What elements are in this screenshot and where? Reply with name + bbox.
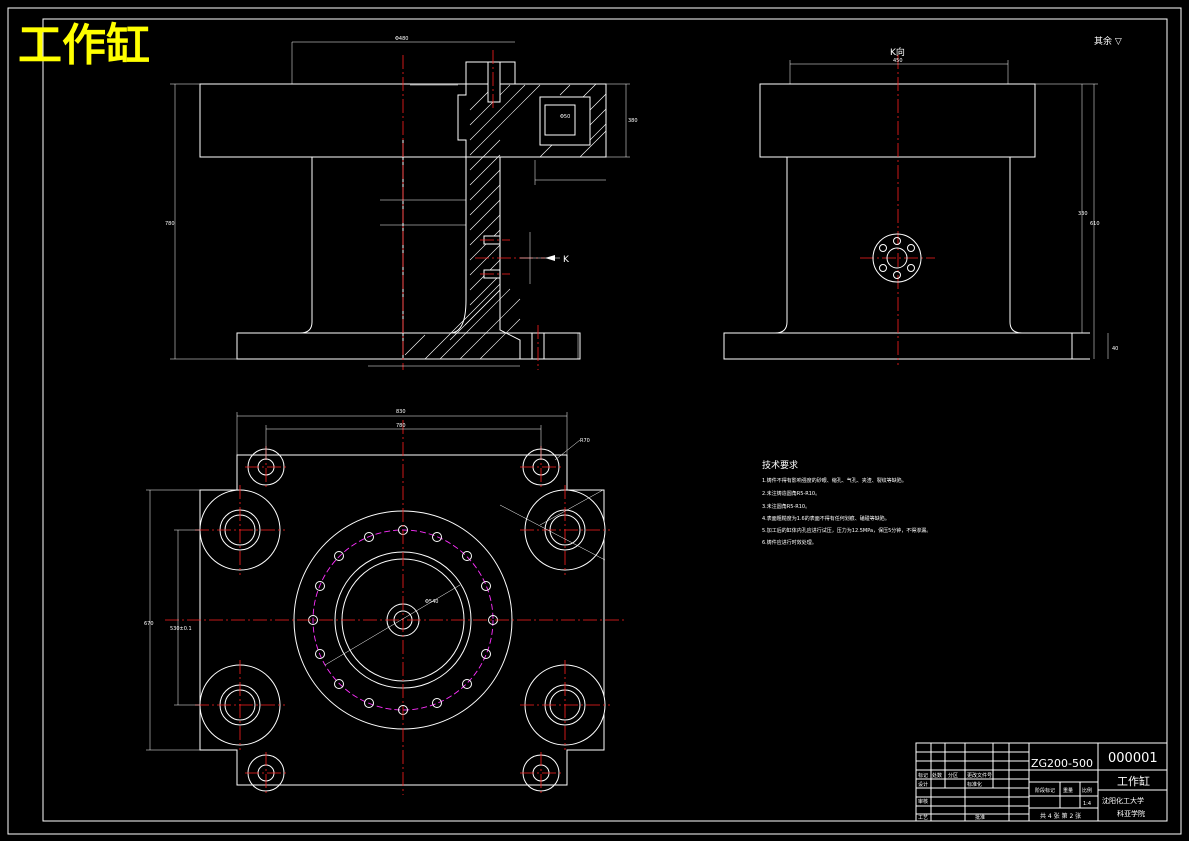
tb-drawing-number: ZG200-500 — [1031, 757, 1093, 770]
sheet-border-inner — [42, 18, 1168, 822]
sheet-border-outer — [7, 7, 1182, 835]
dim-plan-width-outer: 830 — [396, 409, 406, 415]
tb-weight: 重量 — [1063, 787, 1073, 794]
dim-k-height-total: 610 — [1090, 221, 1100, 227]
tb-sheet-info: 共 4 张 第 2 张 — [1040, 812, 1081, 820]
roughness-note: 其余 ▽ — [1094, 35, 1122, 47]
section-hatching — [404, 79, 607, 360]
tb-code: 000001 — [1108, 751, 1158, 766]
tech-item: 6.铸件应进行时效处理。 — [762, 539, 817, 546]
title-block: 标记 处数 分区 更改文件号 设计 标准化 审核 工艺 批准 阶段标记 重量 比… — [915, 742, 1168, 822]
tb-standardize: 标准化 — [967, 781, 982, 788]
dim-plan-height-inner: 530±0.1 — [170, 626, 192, 632]
tb-dept: 科亚学院 — [1117, 809, 1145, 818]
tb-process: 工艺 — [918, 815, 928, 821]
tb-review: 审核 — [918, 798, 928, 805]
tech-item: 4.表面粗糙度为1.6的表面不得有任何划痕、磕碰等缺陷。 — [762, 515, 890, 522]
tb-stage-mark: 阶段标记 — [1035, 787, 1055, 794]
tb-zone: 分区 — [948, 772, 958, 779]
bolt-holes — [308, 525, 498, 715]
tech-item: 1.铸件不得有影响强度的砂眼、缩孔、气孔、夹渣、裂纹等缺陷。 — [762, 477, 907, 484]
dim-k-base: 40 — [1112, 346, 1118, 352]
dim-plan-height: 670 — [144, 621, 154, 627]
dim-hole-dia: Φ50 — [560, 114, 570, 120]
tb-part-name: 工作缸 — [1117, 774, 1150, 788]
tb-change-doc: 更改文件号 — [967, 772, 992, 779]
tb-design: 设计 — [918, 781, 928, 788]
drawing-title: 工作缸 — [18, 20, 150, 71]
tech-requirements: 技术要求 1.铸件不得有影响强度的砂眼、缩孔、气孔、夹渣、裂纹等缺陷。 2.未注… — [762, 459, 931, 546]
tb-scale-label: 比例 — [1082, 787, 1092, 794]
dim-plan-width-inner: 780 — [396, 423, 406, 429]
tech-item: 3.未注圆角R5-R10。 — [762, 503, 810, 510]
tech-heading: 技术要求 — [762, 459, 798, 471]
tech-item: 5.加工后的缸体内孔应进行试压，压力为12.5MPa，保压5分钟，不得渗漏。 — [762, 527, 931, 534]
k-arrow-label: K — [563, 255, 570, 265]
k-direction-view: K向 450 330 610 40 — [723, 46, 1118, 365]
front-section-view: Φ480 380 780 K Φ50 — [165, 36, 638, 370]
tb-count: 处数 — [932, 772, 942, 779]
dim-k-width: 450 — [893, 58, 903, 64]
k-view-label: K向 — [890, 46, 905, 58]
tb-mark: 标记 — [918, 772, 928, 779]
dim-left-height: 780 — [165, 221, 175, 227]
dim-radius: R70 — [580, 438, 590, 444]
dim-bolt-circle: Φ540 — [425, 599, 438, 605]
dim-right-height: 380 — [628, 118, 638, 124]
tech-item: 2.未注铸造圆角R5-R10。 — [762, 490, 820, 497]
tb-school: 沈阳化工大学 — [1102, 796, 1144, 805]
plan-view: Φ540 830 780 670 530±0.1 R70 — [144, 409, 625, 795]
tb-approve: 批准 — [975, 814, 985, 821]
dim-k-height-inner: 330 — [1078, 211, 1088, 217]
tb-scale: 1:4 — [1083, 801, 1091, 807]
dim-top-width: Φ480 — [395, 36, 408, 42]
